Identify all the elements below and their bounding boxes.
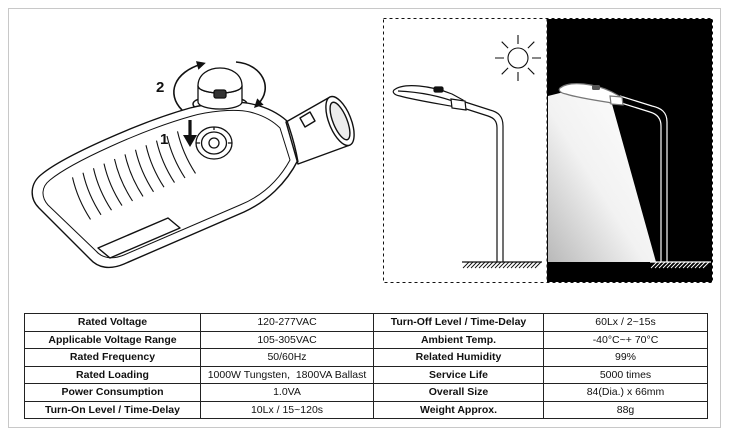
page-frame [8, 8, 721, 428]
sun-disc [507, 47, 529, 69]
photocell-receptacle [195, 126, 233, 160]
spec-value: 88g [543, 400, 708, 419]
receptacle-ticks [196, 127, 232, 144]
spec-label: Turn-On Level / Time-Delay [24, 400, 201, 419]
spec-label: Ambient Temp. [373, 330, 544, 349]
day-streetlight [392, 85, 542, 269]
rotate-arrow-head-right [254, 98, 264, 108]
luminaire-head [31, 95, 355, 269]
spec-row: Rated Frequency 50/60Hz Related Humidity… [24, 348, 708, 367]
day-ground-hatch [462, 261, 542, 269]
spec-value: 50/60Hz [200, 348, 374, 367]
spec-row: Applicable Voltage Range 105-305VAC Ambi… [24, 330, 708, 349]
night-streetlight [558, 83, 711, 269]
arm-clamp [299, 111, 316, 128]
rotate-arrow-icon [173, 61, 266, 111]
night-photocell [592, 85, 600, 90]
photocell-dome [197, 67, 243, 94]
spec-label: Applicable Voltage Range [24, 330, 201, 349]
spec-row: Rated Voltage 120-277VAC Turn-Off Level … [24, 313, 708, 332]
night-pole [617, 95, 668, 262]
scene-frame [383, 18, 713, 283]
spec-value: 99% [543, 348, 708, 367]
night-lamp-head [558, 83, 622, 105]
spec-value: 1.0VA [200, 383, 374, 402]
arrow-down-head [183, 135, 197, 147]
day-lamp-head [392, 85, 464, 109]
day-pole [459, 100, 504, 262]
spec-value: 1000W Tungsten, 1800VA Ballast [200, 365, 374, 384]
photocell-window [213, 89, 227, 99]
spec-row: Power Consumption 1.0VA Overall Size 84(… [24, 383, 708, 402]
luminaire-diagram: 2 1 [31, 61, 355, 269]
spec-label: Rated Voltage [24, 313, 201, 332]
light-beam [548, 90, 656, 262]
photocell [197, 67, 243, 110]
spec-value: 84(Dia.) x 66mm [543, 383, 708, 402]
spec-table: Rated Voltage 120-277VAC Turn-Off Level … [24, 313, 708, 419]
spec-label: Related Humidity [373, 348, 544, 367]
body-seam [286, 120, 299, 163]
lens-panel [97, 217, 181, 259]
rotate-arrow-right-arc [235, 61, 266, 105]
step-1-label: 1 [160, 131, 168, 148]
luminaire-body [31, 101, 299, 269]
spec-label: Rated Frequency [24, 348, 201, 367]
night-slip-fitter [609, 95, 624, 106]
rotate-arrow-left-arc [173, 63, 203, 111]
spec-value: -40°C~+ 70°C [543, 330, 708, 349]
arm-opening-inner [329, 101, 351, 141]
spec-label: Overall Size [373, 383, 544, 402]
spec-label: Turn-Off Level / Time-Delay [373, 313, 544, 332]
day-slip-fitter [450, 98, 467, 111]
arrow-down-icon [183, 120, 197, 147]
sun-rays [495, 35, 541, 81]
spec-row: Turn-On Level / Time-Delay 10Lx / 15~120… [24, 400, 708, 419]
sun-icon [495, 35, 541, 81]
receptacle-center [208, 137, 220, 149]
spec-row: Rated Loading 1000W Tungsten, 1800VA Bal… [24, 365, 708, 384]
spec-value: 10Lx / 15~120s [200, 400, 374, 419]
spec-label: Rated Loading [24, 365, 201, 384]
spec-label: Service Life [373, 365, 544, 384]
day-photocell [433, 86, 444, 93]
heat-sink-fins [71, 131, 196, 220]
day-night-diagram [383, 18, 713, 283]
spec-value: 5000 times [543, 365, 708, 384]
luminaire-rim [42, 109, 291, 259]
rotate-arrow-head-left [196, 61, 206, 70]
spec-label: Power Consumption [24, 383, 201, 402]
spec-value: 105-305VAC [200, 330, 374, 349]
step-2-label: 2 [156, 79, 164, 96]
spec-label: Weight Approx. [373, 400, 544, 419]
spec-value: 60Lx / 2~15s [543, 313, 708, 332]
night-ground-hatch [650, 261, 710, 269]
spec-value: 120-277VAC [200, 313, 374, 332]
